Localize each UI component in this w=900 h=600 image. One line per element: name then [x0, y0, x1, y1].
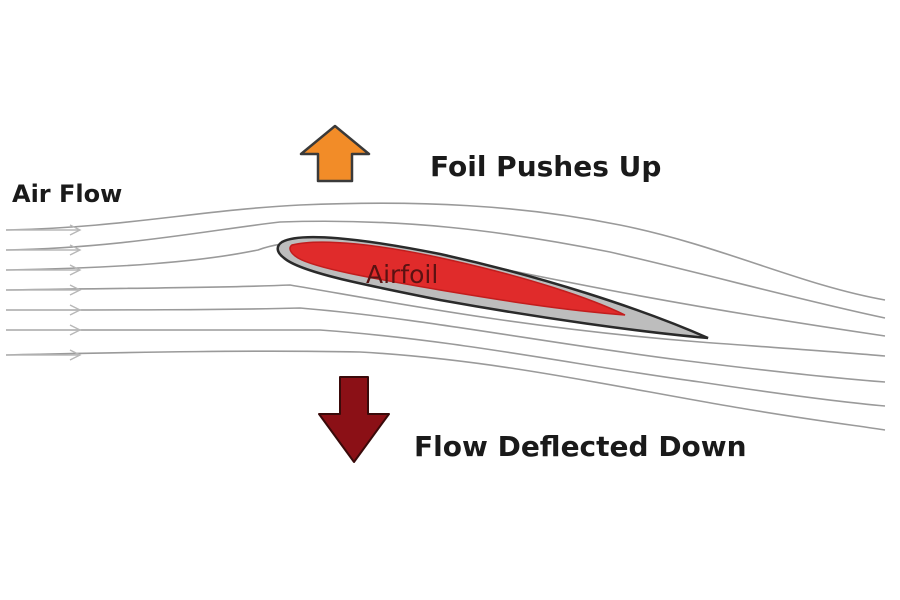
inlet-arrow-icon	[6, 324, 82, 336]
streamline	[6, 329, 886, 407]
streamline	[5, 202, 886, 301]
streamline	[5, 307, 886, 383]
streamline	[5, 350, 886, 431]
arrow-up-icon	[299, 124, 371, 183]
streamline	[5, 220, 886, 319]
streamline	[5, 284, 886, 357]
flow-deflected-down-label: Flow Deflected Down	[414, 430, 747, 463]
air-flow-label: Air Flow	[12, 180, 123, 208]
inlet-arrow-icon	[6, 349, 82, 361]
inlet-arrow-icon	[6, 224, 82, 236]
inlet-arrow-icon	[6, 284, 82, 296]
inlet-arrow-icon	[6, 244, 82, 256]
arrow-down-icon	[318, 376, 390, 463]
airfoil-shape	[276, 235, 709, 340]
inlet-arrow-icon	[6, 264, 82, 276]
streamlines	[5, 202, 886, 431]
inlet-arrows	[6, 224, 82, 361]
foil-pushes-up-label: Foil Pushes Up	[430, 150, 662, 183]
airfoil-label: Airfoil	[366, 260, 439, 289]
airfoil-core	[289, 241, 626, 316]
inlet-arrow-icon	[6, 304, 82, 316]
